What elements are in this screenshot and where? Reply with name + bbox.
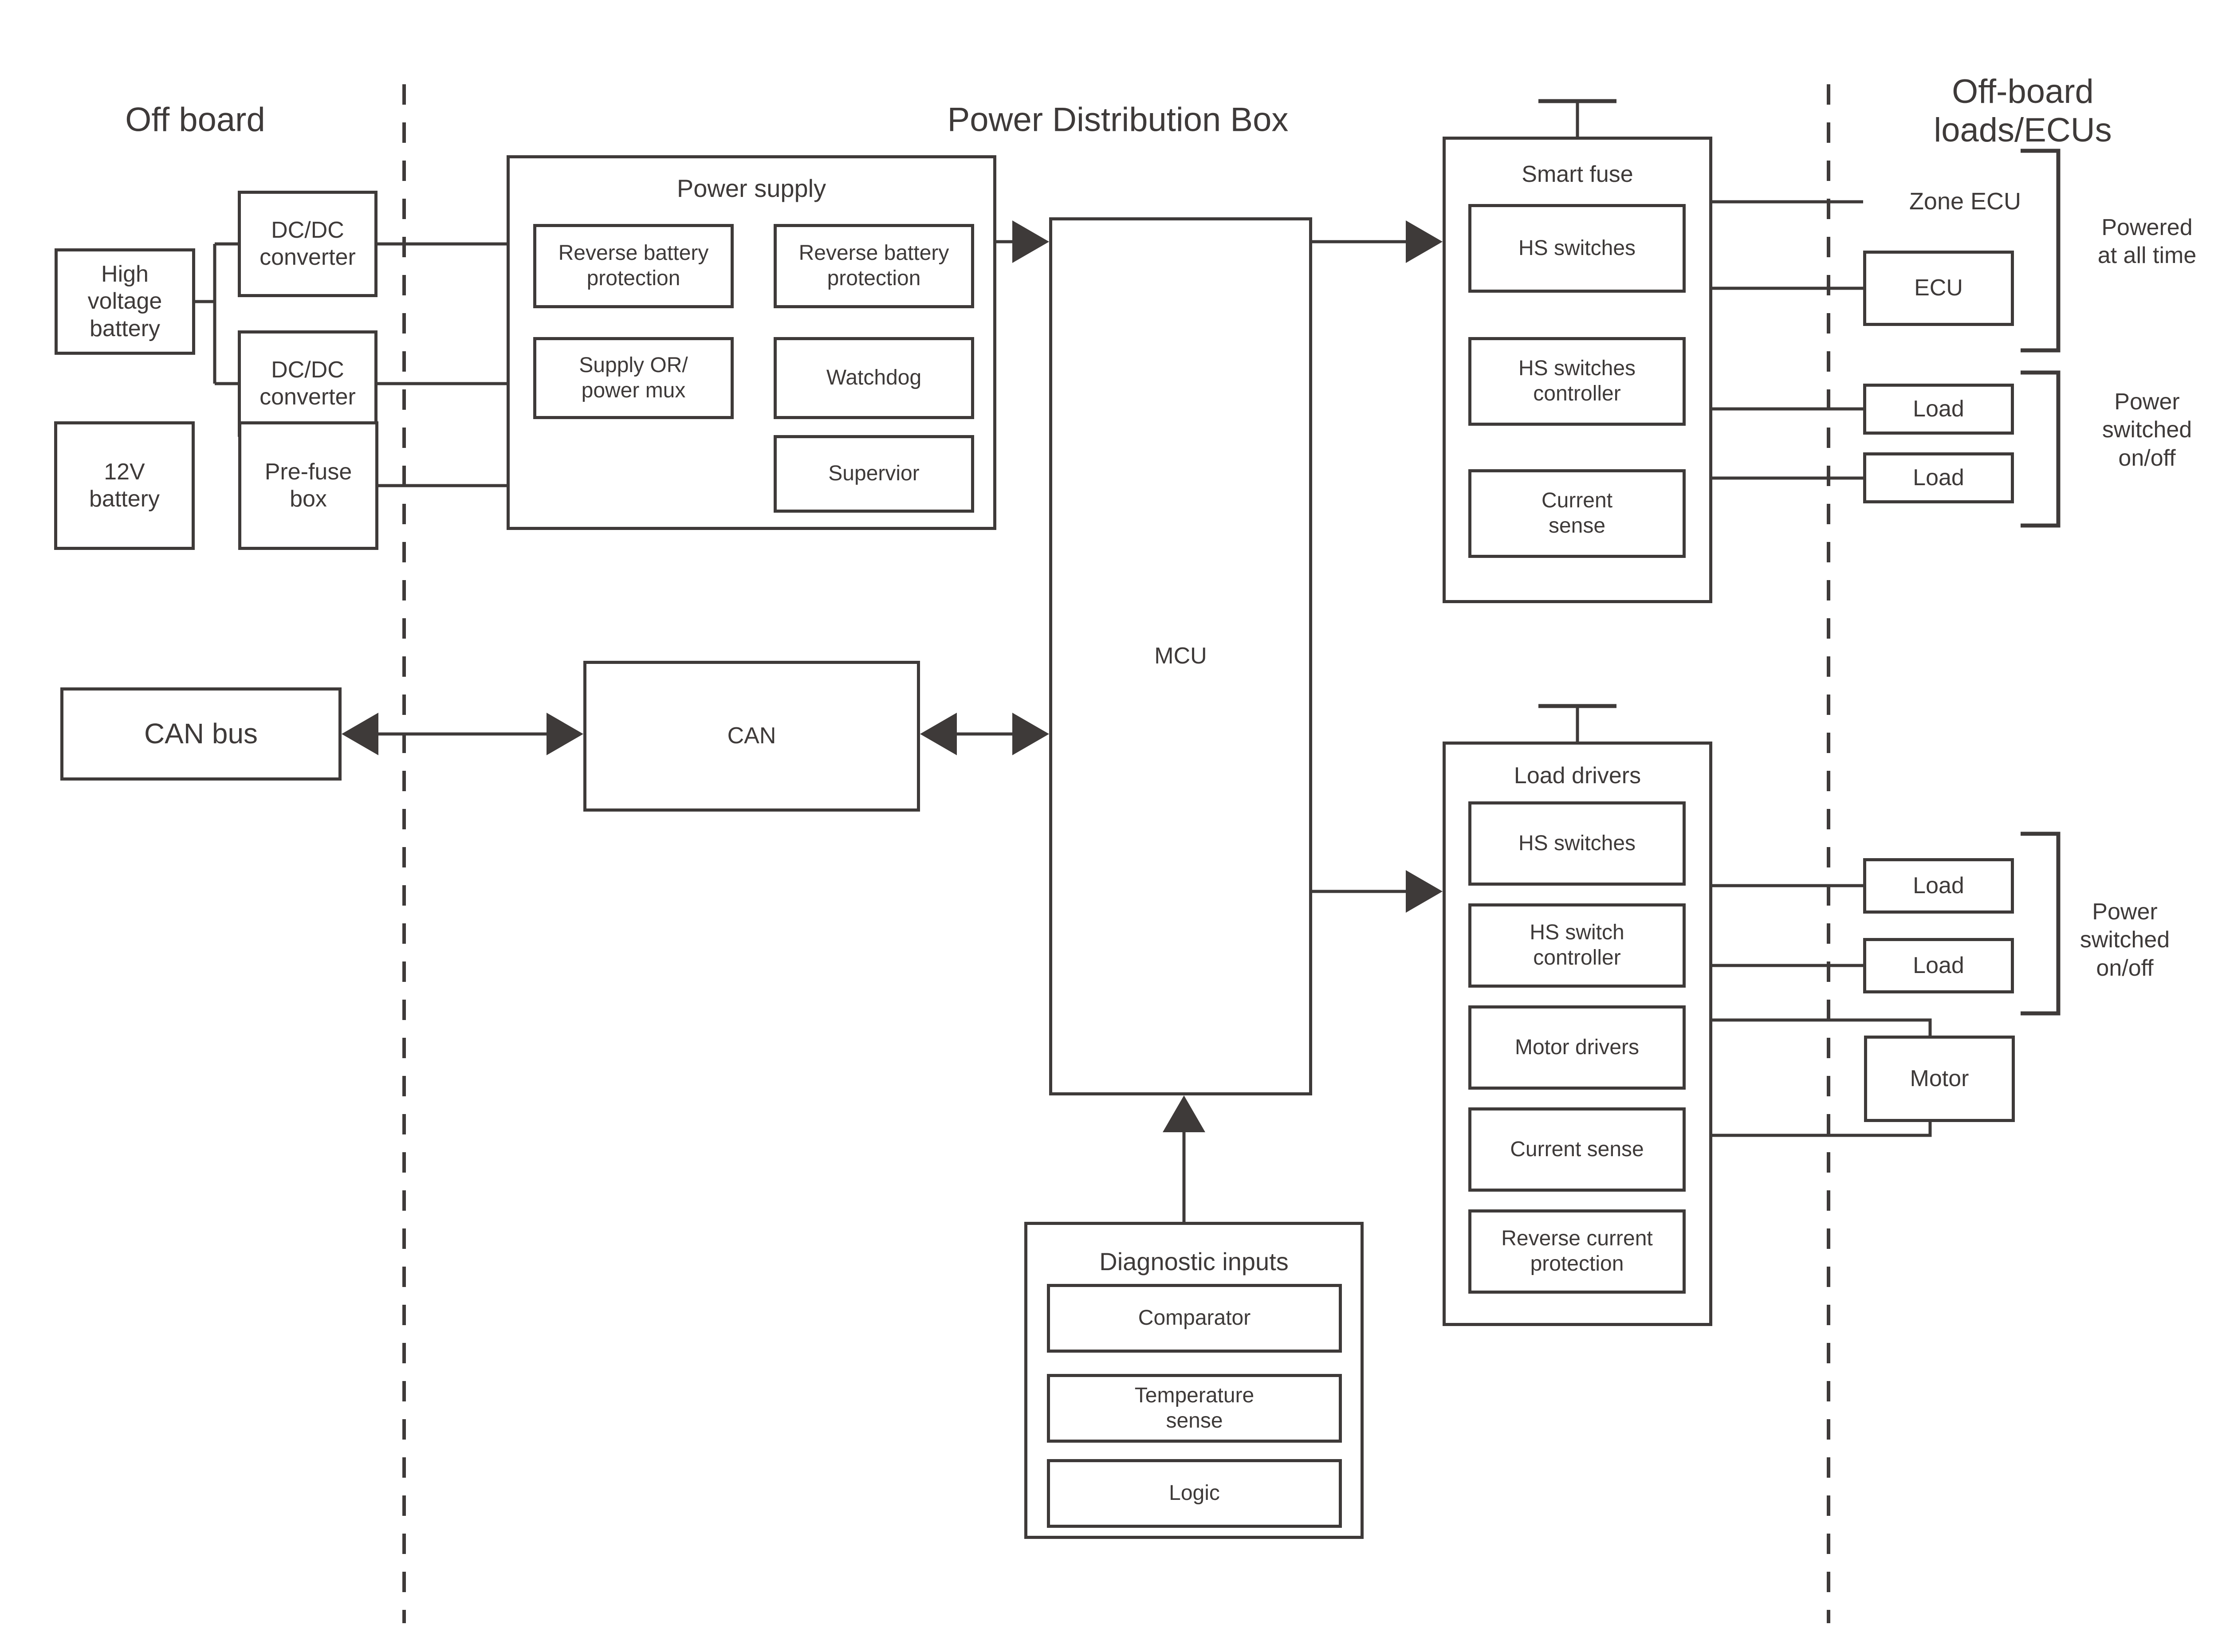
group-title-power-supply: Power supply (676, 174, 826, 202)
label-power-switched-bottom: Power switched on/off (2080, 899, 2170, 981)
connector-loaddrivers-motor-bottom (1712, 1122, 1932, 1137)
region-header-off-board: Off board (125, 101, 265, 139)
block-load-3: Load (1863, 858, 2014, 914)
group-load-drivers: Load drivers HS switches HS switch contr… (1443, 742, 1712, 1326)
block-sf-hs-switches-controller: HS switches controller (1468, 337, 1686, 426)
label-powered-at-all-time: Powered at all time (2097, 214, 2197, 268)
block-reverse-battery-protection-2: Reverse battery protection (774, 224, 974, 308)
block-comparator: Comparator (1047, 1284, 1342, 1353)
block-sf-current-sense: Current sense (1468, 469, 1686, 558)
bracket-power-switched-bottom (2021, 832, 2061, 1016)
block-ld-reverse-current-protection: Reverse current protection (1468, 1209, 1686, 1294)
block-load-1: Load (1863, 384, 2014, 435)
block-load-4: Load (1863, 938, 2014, 993)
arrowhead-can-mcu (1012, 713, 1049, 755)
arrowhead-mcu-loaddrivers (1406, 870, 1443, 913)
group-power-supply: Power supply Reverse battery protection … (507, 155, 996, 530)
block-motor: Motor (1864, 1036, 2015, 1122)
connector-loaddrivers-motor-top (1712, 1018, 1932, 1036)
group-title-load-drivers: Load drivers (1514, 763, 1641, 789)
group-diagnostic-inputs: Diagnostic inputs Comparator Temperature… (1024, 1222, 1364, 1539)
block-ld-motor-drivers: Motor drivers (1468, 1005, 1686, 1090)
block-dcdc-converter-2: DC/DC converter (238, 330, 378, 437)
bracket-power-switched-top (2021, 370, 2061, 528)
block-logic: Logic (1047, 1459, 1342, 1528)
group-smart-fuse: Smart fuse HS switches HS switches contr… (1443, 137, 1712, 603)
block-reverse-battery-protection-1: Reverse battery protection (533, 224, 734, 308)
block-12v-battery: 12V battery (54, 421, 195, 550)
arrowhead-canbus-right (547, 713, 583, 755)
block-mcu: MCU (1049, 217, 1312, 1095)
block-ecu: ECU (1863, 251, 2014, 326)
block-can-bus: CAN bus (60, 687, 342, 781)
block-temperature-sense: Temperature sense (1047, 1374, 1342, 1443)
arrowhead-powersupply-mcu (1012, 220, 1049, 263)
arrowhead-diagnostic-mcu (1163, 1095, 1205, 1132)
block-supply-or-power-mux: Supply OR/ power mux (533, 337, 734, 419)
arrowhead-mcu-smartfuse (1406, 220, 1443, 263)
arrowhead-can-left (920, 713, 957, 755)
block-high-voltage-battery: High voltage battery (55, 248, 195, 355)
block-pre-fuse-box: Pre-fuse box (238, 421, 378, 550)
block-watchdog: Watchdog (774, 337, 974, 419)
block-dcdc-converter-1: DC/DC converter (238, 191, 378, 297)
region-header-offboard-loads-ecus: Off-board loads/ECUs (1934, 73, 2112, 149)
block-ld-hs-switch-controller: HS switch controller (1468, 903, 1686, 988)
block-can: CAN (583, 661, 920, 812)
block-ld-hs-switches: HS switches (1468, 801, 1686, 886)
block-load-2: Load (1863, 452, 2014, 503)
block-sf-hs-switches: HS switches (1468, 204, 1686, 293)
block-supervior: Supervior (774, 435, 974, 513)
region-header-power-distribution-box: Power Distribution Box (947, 101, 1289, 139)
group-title-smart-fuse: Smart fuse (1522, 161, 1633, 187)
group-title-diagnostic-inputs: Diagnostic inputs (1099, 1248, 1289, 1275)
block-ld-current-sense: Current sense (1468, 1107, 1686, 1192)
bracket-powered-at-all-time (2021, 149, 2061, 353)
label-zone-ecu: Zone ECU (1909, 188, 2021, 215)
arrowhead-canbus-left (342, 713, 378, 755)
label-power-switched-top: Power switched on/off (2102, 388, 2192, 471)
